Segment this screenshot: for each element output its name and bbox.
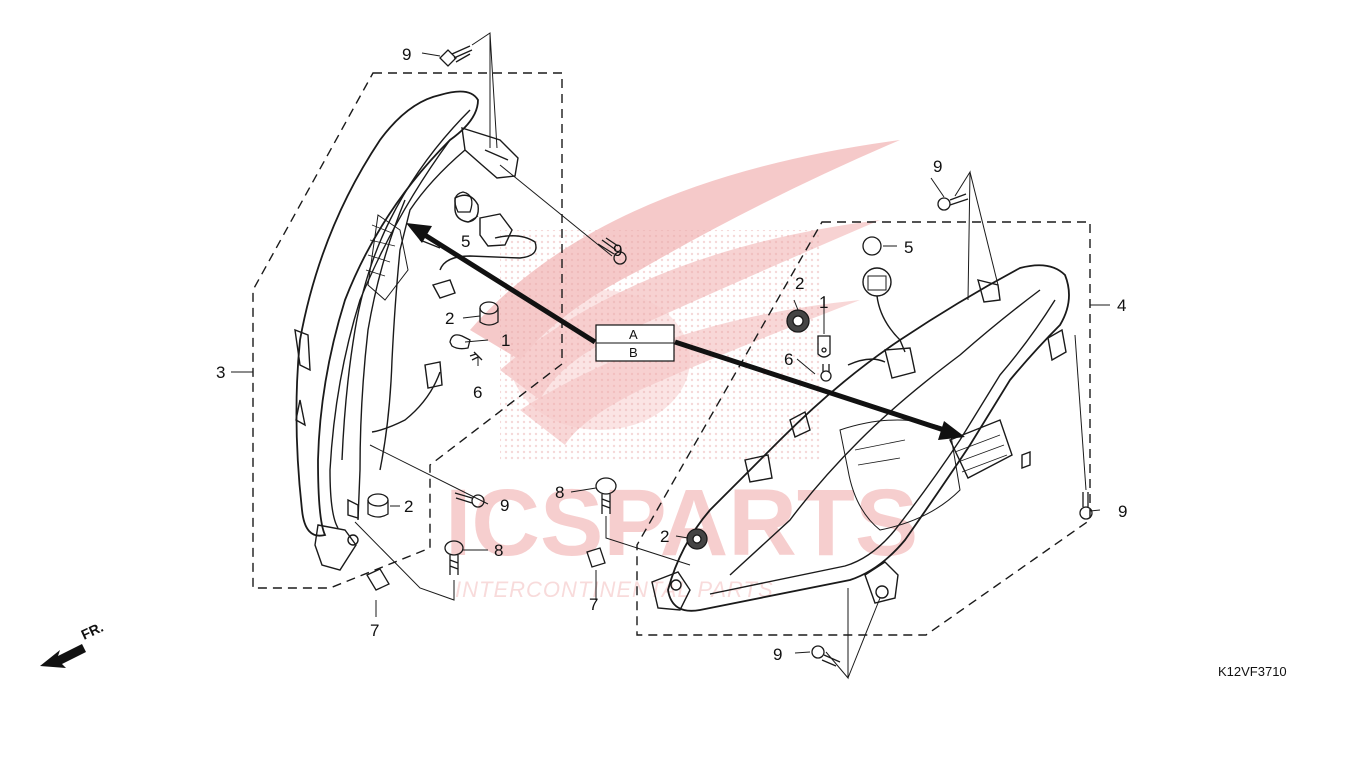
front-arrow-icon	[40, 644, 86, 668]
leader-lines	[231, 32, 1110, 680]
callout-8: 8	[494, 541, 503, 560]
screw-icon	[439, 45, 473, 67]
callout-5: 5	[461, 232, 470, 251]
small-screw-icon	[469, 351, 483, 361]
diagram-code: K12VF3710	[1218, 664, 1287, 679]
callout-9: 9	[1118, 502, 1127, 521]
clip-nut-icon	[366, 568, 390, 591]
callout-9: 9	[500, 496, 509, 515]
callout-9: 9	[402, 45, 411, 64]
callout-2: 2	[404, 497, 413, 516]
screw-icon	[454, 492, 485, 508]
watermark-brand: ICSPARTS	[445, 470, 918, 576]
headlight-assembly-right	[636, 221, 1091, 636]
bolt-icon	[444, 540, 464, 575]
small-parts	[366, 45, 1093, 667]
watermark-tagline: INTERCONTINENTAL PARTS	[455, 577, 774, 602]
grommet-icon	[367, 493, 389, 518]
bulb-icon	[862, 236, 882, 256]
grommet-icon	[479, 301, 499, 326]
small-screw-icon	[820, 364, 832, 382]
callout-5: 5	[904, 238, 913, 257]
callout-2: 2	[445, 309, 454, 328]
clip-icon	[817, 335, 831, 358]
clip-nut-icon	[586, 547, 606, 568]
bolt-icon	[595, 477, 617, 514]
screw-icon	[1079, 492, 1093, 520]
screw-icon	[597, 237, 627, 265]
callout-1: 1	[819, 293, 828, 312]
callout-6: 6	[473, 383, 482, 402]
callout-8: 8	[555, 483, 564, 502]
callouts: 9 5 9 2 1 6 3 9 2 8 7 8 2 7 2 1 6 9 5 4 …	[216, 45, 1127, 664]
callout-4: 4	[1117, 296, 1126, 315]
callout-3: 3	[216, 363, 225, 382]
watermark: ICSPARTS INTERCONTINENTAL PARTS	[445, 140, 918, 602]
grommet-icon	[786, 309, 810, 333]
front-label: FR.	[79, 619, 106, 643]
callout-7: 7	[370, 621, 379, 640]
clip-icon	[449, 334, 471, 350]
callout-9: 9	[613, 241, 622, 260]
callout-6: 6	[784, 350, 793, 369]
callout-1: 1	[501, 331, 510, 350]
bulb-icon	[454, 191, 473, 213]
connection-arrows: A B	[406, 223, 965, 440]
callout-2: 2	[660, 527, 669, 546]
grommet-icon	[686, 528, 708, 550]
box-label-a: A	[629, 327, 638, 342]
front-direction-indicator: FR.	[40, 619, 106, 668]
callout-7: 7	[589, 595, 598, 614]
callout-9: 9	[773, 645, 782, 664]
headlight-assembly-left	[252, 72, 563, 589]
screw-icon	[937, 193, 969, 211]
box-label-b: B	[629, 345, 638, 360]
callout-9: 9	[933, 157, 942, 176]
callout-2: 2	[795, 274, 804, 293]
